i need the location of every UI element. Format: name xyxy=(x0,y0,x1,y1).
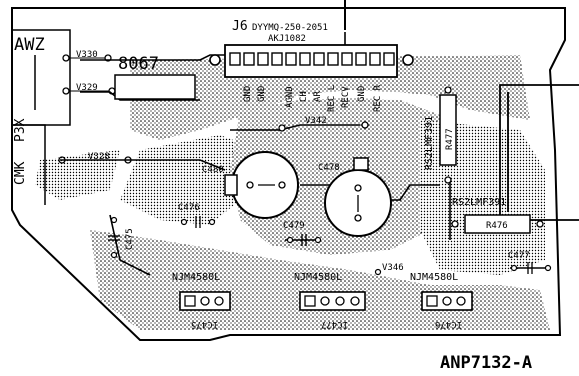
capacitor-c475 xyxy=(108,216,120,259)
right-edge-connector xyxy=(499,84,579,221)
label-r476: R476 xyxy=(486,221,508,231)
pin-label: GND xyxy=(357,86,367,102)
label-ic477: IC477 xyxy=(321,319,348,329)
jumper-v330 xyxy=(62,54,112,62)
connector-j6 xyxy=(209,0,414,78)
left-connector-area xyxy=(12,29,71,205)
label-awz: AWZ xyxy=(14,35,45,55)
label-connector-part2: AKJ1082 xyxy=(268,34,306,44)
label-v328: V328 xyxy=(88,152,110,162)
board-code: ANP7132-A xyxy=(440,353,532,373)
ic-ic475 xyxy=(179,291,231,311)
capacitor-c477 xyxy=(510,262,552,274)
label-v329: V329 xyxy=(76,83,98,93)
label-c480: C480 xyxy=(202,165,224,175)
traces xyxy=(60,32,550,276)
label-njm-left: NJM4580L xyxy=(172,272,220,283)
pin-label: REC L xyxy=(327,85,337,112)
label-j6: J6 xyxy=(232,19,248,34)
jumper-v342 xyxy=(278,121,369,132)
capacitor-c480 xyxy=(224,151,299,219)
label-8067: 8067 xyxy=(118,54,159,74)
label-c478: C478 xyxy=(318,163,340,173)
capacitor-c479 xyxy=(286,234,322,246)
pin-label: AR xyxy=(313,91,323,102)
label-njm-mid: NJM4580L xyxy=(294,272,342,283)
label-v342: V342 xyxy=(305,116,327,126)
label-c475: C475 xyxy=(125,228,135,250)
label-rs2-left: RS2LMF391 xyxy=(424,116,435,170)
component-r476 xyxy=(464,214,531,234)
label-ic476: IC476 xyxy=(435,319,462,329)
jumper-v328 xyxy=(58,156,132,164)
board-outline xyxy=(11,7,566,341)
label-cmk: CMK xyxy=(13,161,28,185)
component-r477 xyxy=(439,94,457,166)
capacitor-c478 xyxy=(324,157,392,237)
component-8067 xyxy=(114,74,196,100)
label-c479: C479 xyxy=(283,221,305,231)
ic-ic476 xyxy=(421,291,473,311)
connector-pin-labels: GND GND AGND CH AR REC L RECV GND REC R xyxy=(243,84,383,112)
label-c476: C476 xyxy=(178,203,200,213)
pin-label: GND xyxy=(257,86,267,102)
label-njm-right: NJM4580L xyxy=(410,272,458,283)
pin-label: AGND xyxy=(285,86,295,108)
pin-label: RECV xyxy=(341,86,351,108)
label-ic475: IC475 xyxy=(191,319,218,329)
label-v346: V346 xyxy=(382,263,404,273)
pin-label: GND xyxy=(243,86,253,102)
label-connector-part: DYYMQ-250-2051 xyxy=(252,23,328,33)
label-r477: R477 xyxy=(445,128,455,150)
pin-label: CH xyxy=(299,91,309,102)
label-v330: V330 xyxy=(76,50,98,60)
label-p3x: P3X xyxy=(13,118,28,142)
via-v346 xyxy=(374,268,382,276)
pin-label: REC R xyxy=(373,84,383,112)
label-rs2-right: RS2LMF391 xyxy=(452,197,506,208)
capacitor-c476 xyxy=(180,216,216,228)
label-c477: C477 xyxy=(508,251,530,261)
ic-ic477 xyxy=(299,291,366,311)
